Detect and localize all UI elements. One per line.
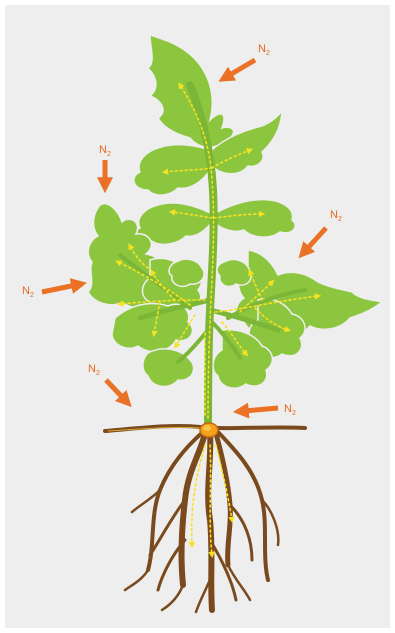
root-nodule bbox=[200, 423, 218, 437]
n2-label-low-right: N2 bbox=[284, 403, 296, 417]
n2-arrow-low-left bbox=[106, 380, 124, 399]
n2-label-low-left: N2 bbox=[88, 363, 100, 377]
n2-arrow-low-right bbox=[244, 408, 278, 411]
n2-label-mid-right: N2 bbox=[330, 209, 342, 223]
n2-arrow-mid-right bbox=[306, 228, 326, 250]
root-system bbox=[125, 430, 278, 612]
n2-label-top-left: N2 bbox=[99, 144, 111, 158]
leaf-lower-left bbox=[112, 303, 192, 351]
leaf-upper-left bbox=[134, 145, 210, 195]
leaf-middle-right bbox=[214, 200, 295, 237]
leaf-mid-center-left bbox=[169, 259, 204, 286]
leaf-mid-center-right bbox=[217, 260, 251, 287]
n2-arrow-top-right bbox=[228, 60, 255, 76]
n2-arrow-mid-left bbox=[42, 285, 76, 292]
n2-label-mid-left: N2 bbox=[22, 285, 34, 299]
n2-label-top-right: N2 bbox=[258, 43, 270, 57]
